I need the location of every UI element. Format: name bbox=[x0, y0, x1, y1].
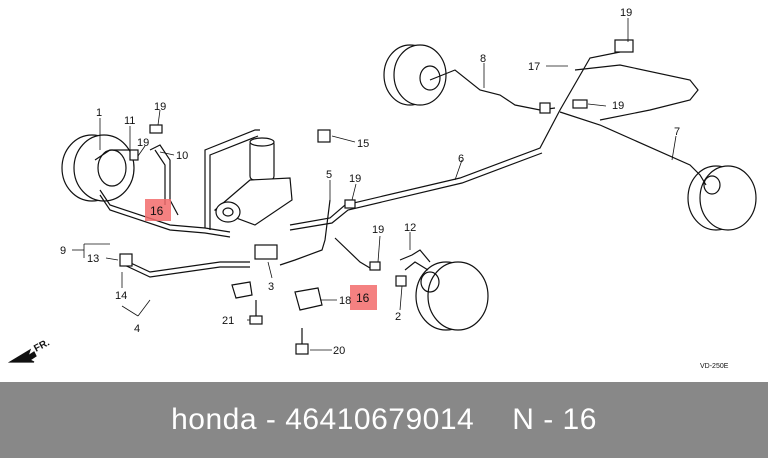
callout-1: 1 bbox=[96, 107, 102, 119]
callout-7: 7 bbox=[674, 126, 680, 138]
callout-20: 20 bbox=[333, 345, 345, 357]
callout-4: 4 bbox=[134, 323, 140, 335]
leader-lines bbox=[72, 18, 677, 351]
callout-3: 3 bbox=[268, 281, 274, 293]
callout-9: 9 bbox=[60, 245, 66, 257]
bolt-21 bbox=[249, 300, 263, 325]
callout-18: 18 bbox=[339, 295, 351, 307]
callout-8: 8 bbox=[480, 53, 486, 65]
callout-19-e: 19 bbox=[612, 100, 624, 112]
fittings bbox=[119, 39, 634, 311]
callout-6: 6 bbox=[458, 153, 464, 165]
part-number: 46410679014 bbox=[285, 403, 475, 436]
caption-bar: honda - 46410679014 N - 16 bbox=[0, 382, 768, 458]
diagram-drawing: 1 2 3 4 5 6 7 8 9 10 11 12 13 14 15 17 1… bbox=[7, 7, 757, 370]
callout-16-a: 16 bbox=[150, 204, 164, 218]
callout-10: 10 bbox=[176, 150, 188, 162]
highlight-box-16b bbox=[350, 285, 377, 310]
callout-12: 12 bbox=[404, 222, 416, 234]
item-reference: N - 16 bbox=[512, 403, 597, 436]
rear-right-brake-drum bbox=[687, 165, 757, 231]
callout-13: 13 bbox=[87, 253, 99, 265]
callout-15: 15 bbox=[357, 138, 369, 150]
callout-19-b: 19 bbox=[137, 137, 149, 149]
brand-name: honda bbox=[171, 403, 258, 436]
direction-label: FR. bbox=[32, 337, 52, 354]
highlight-box-16a bbox=[145, 199, 171, 221]
master-cylinder bbox=[213, 137, 293, 226]
callout-11: 11 bbox=[124, 115, 135, 127]
callout-19-c: 19 bbox=[349, 173, 361, 185]
front-left-brake-drum bbox=[61, 134, 135, 202]
callout-2: 2 bbox=[395, 311, 401, 323]
brake-lines bbox=[94, 51, 707, 278]
bolt-20 bbox=[295, 328, 309, 355]
front-right-brake-drum bbox=[415, 261, 489, 331]
callout-5: 5 bbox=[326, 169, 332, 181]
front-direction-arrow bbox=[7, 348, 37, 363]
callout-19-f: 19 bbox=[620, 7, 632, 19]
callout-14: 14 bbox=[115, 290, 127, 302]
rear-upper-brake-drum bbox=[383, 44, 447, 106]
callout-21: 21 bbox=[222, 315, 234, 327]
brake-line-diagram: 1 2 3 4 5 6 7 8 9 10 11 12 13 14 15 17 1… bbox=[7, 7, 757, 370]
callout-19-a: 19 bbox=[154, 101, 166, 113]
callout-19-d: 19 bbox=[372, 224, 384, 236]
caption-separator: - bbox=[257, 403, 286, 436]
callout-17: 17 bbox=[528, 61, 540, 73]
drawing-code: VD-250E bbox=[700, 363, 729, 370]
callout-16-b: 16 bbox=[356, 291, 370, 305]
